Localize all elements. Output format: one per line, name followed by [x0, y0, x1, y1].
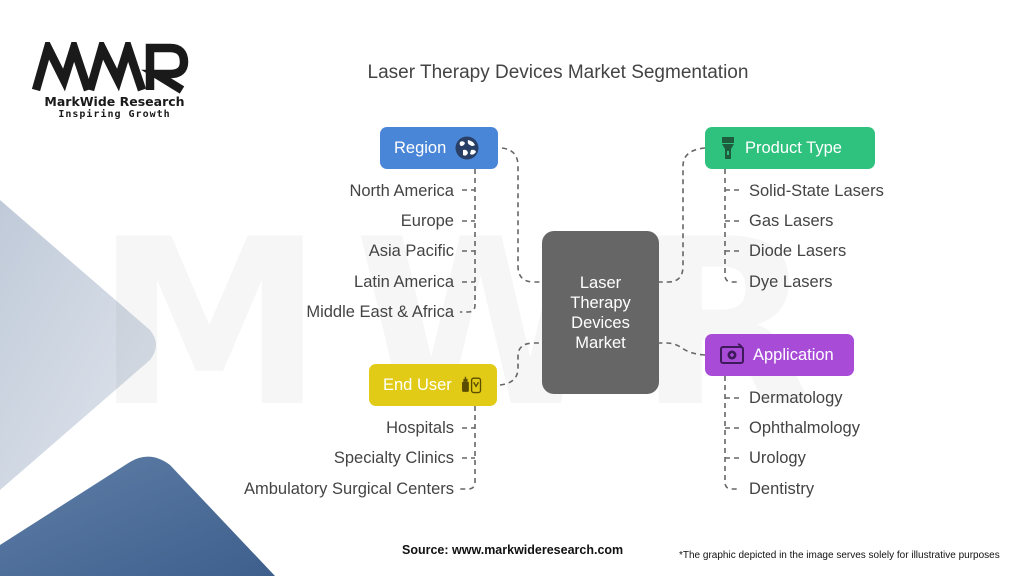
flashlight-icon: [722, 137, 734, 159]
medical-monitor-icon: [720, 343, 744, 364]
connector-application-center: [659, 342, 706, 356]
logo-mark: [31, 42, 189, 94]
center-node-label: Laser Therapy Devices Market: [570, 273, 631, 352]
category-region: Region: [380, 127, 498, 169]
category-product-type-label: Product Type: [745, 138, 842, 157]
list-item-region: Asia Pacific: [368, 242, 454, 260]
list-item-application: Ophthalmology: [749, 419, 860, 437]
page-title: Laser Therapy Devices Market Segmentatio…: [367, 62, 749, 83]
list-item-region: North America: [349, 182, 454, 200]
list-item-application: Dentistry: [749, 480, 815, 498]
medicine-icon: [461, 376, 481, 394]
connector-enduser-items: [460, 406, 476, 490]
list-item-region: Europe: [400, 212, 454, 230]
category-application: Application: [705, 334, 854, 376]
category-product-type: Product Type: [705, 127, 875, 169]
category-end-user-label: End User: [383, 375, 452, 394]
list-item-product-type: Diode Lasers: [749, 242, 847, 260]
source-text: Source: www.markwideresearch.com: [402, 543, 624, 557]
list-item-product-type: Solid-State Lasers: [749, 182, 884, 200]
center-node: Laser Therapy Devices Market: [542, 231, 659, 394]
connector-application-items: [724, 376, 740, 490]
list-item-end-user: Specialty Clinics: [333, 449, 454, 467]
category-region-label: Region: [394, 138, 447, 157]
category-end-user: End User: [369, 364, 497, 406]
globe-icon: [455, 136, 479, 160]
connector-region-center: [501, 147, 542, 283]
list-item-application: Urology: [749, 449, 806, 467]
list-item-region: Middle East & Africa: [306, 303, 454, 321]
connector-product-center: [659, 147, 706, 283]
disclaimer-text: *The graphic depicted in the image serve…: [679, 550, 1000, 561]
connector-product-items: [724, 169, 740, 283]
list-item-product-type: Dye Lasers: [749, 273, 833, 291]
list-item-end-user: Ambulatory Surgical Centers: [243, 480, 454, 498]
list-item-application: Dermatology: [749, 389, 843, 407]
brand-tagline: Inspiring Growth: [58, 109, 171, 120]
list-item-product-type: Gas Lasers: [749, 212, 834, 230]
list-item-end-user: Hospitals: [386, 419, 454, 437]
list-item-region: Latin America: [354, 273, 454, 291]
logo: MarkWide Research Inspiring Growth: [30, 42, 195, 122]
connector-region-items: [460, 169, 476, 313]
category-application-label: Application: [753, 345, 834, 364]
connector-enduser-center: [499, 342, 542, 386]
brand-name: MarkWide Research: [44, 94, 185, 109]
